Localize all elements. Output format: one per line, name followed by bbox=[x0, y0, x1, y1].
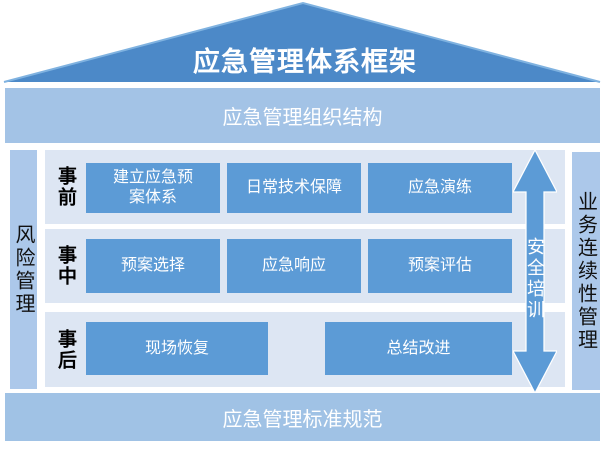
row-label-after: 事后 bbox=[55, 328, 76, 371]
business-continuity-bar: 业务连续性管理 bbox=[572, 152, 600, 390]
risk-management-label: 风险管理 bbox=[12, 223, 34, 316]
box-emergency-drill: 应急演练 bbox=[368, 163, 512, 213]
diagram-title: 应急管理体系框架 bbox=[193, 47, 417, 77]
safety-training-label: 安全培训 bbox=[525, 236, 545, 321]
standards-bar: 应急管理标准规范 bbox=[5, 393, 600, 441]
box-site-recovery: 现场恢复 bbox=[86, 322, 268, 375]
box-summary-improvement: 总结改进 bbox=[325, 322, 512, 375]
box-plan-system: 建立应急预案体系 bbox=[86, 163, 220, 213]
org-structure-label: 应急管理组织结构 bbox=[222, 107, 383, 129]
box-daily-tech-support: 日常技术保障 bbox=[227, 163, 361, 213]
business-continuity-label: 业务连续性管理 bbox=[574, 190, 597, 352]
risk-management-bar: 风险管理 bbox=[10, 150, 37, 389]
box-emergency-response: 应急响应 bbox=[227, 239, 361, 293]
box-plan-evaluation: 预案评估 bbox=[368, 239, 512, 293]
org-structure-bar: 应急管理组织结构 bbox=[5, 88, 600, 143]
roof-shape bbox=[3, 1, 601, 83]
standards-label: 应急管理标准规范 bbox=[222, 408, 383, 431]
box-plan-selection: 预案选择 bbox=[86, 239, 220, 293]
row-label-during: 事中 bbox=[55, 245, 76, 287]
safety-training-arrow bbox=[513, 150, 557, 393]
safety-training-label-wrap: 安全培训 bbox=[513, 150, 557, 393]
row-label-before: 事前 bbox=[55, 166, 76, 208]
